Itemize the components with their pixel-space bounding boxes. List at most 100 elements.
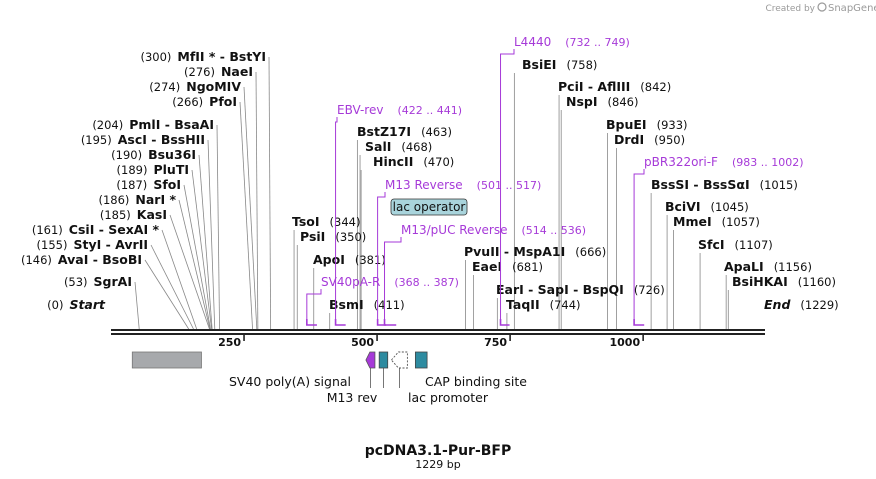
feature-lac-operator[interactable] (378, 351, 389, 369)
enzyme-site[interactable]: KasI(185) (100, 207, 167, 222)
enzyme-site[interactable]: PluTI(189) (117, 162, 189, 177)
enzyme-site[interactable]: BsiEI(758) (522, 57, 597, 72)
snapgene-brand-label: SnapGene (828, 3, 876, 14)
enzyme-site[interactable]: MfII * - BstYI(300) (140, 49, 266, 64)
feature-m13-rev[interactable] (365, 351, 376, 369)
enzyme-site[interactable]: SfoI(187) (116, 177, 181, 192)
enzyme-name: NgoMIV (186, 79, 241, 94)
enzyme-site[interactable]: CsiI - SexAI *(161) (32, 222, 160, 237)
enzyme-leader (169, 214, 210, 330)
enzyme-leader (255, 71, 259, 330)
enzyme-leader (191, 169, 212, 330)
primer-range: (501 .. 517) (477, 179, 542, 192)
enzyme-name: SfcI (698, 237, 725, 252)
enzyme-site[interactable]: NarI *(186) (98, 192, 176, 207)
enzyme-position: (681) (512, 260, 543, 274)
enzyme-labels: MfII * - BstYI(300)NaeI(276)NgoMIV(274)P… (21, 49, 839, 312)
enzyme-site[interactable]: TsoI(344) (292, 214, 360, 229)
primer-annotation[interactable]: M13 Reverse(501 .. 517) (376, 178, 542, 326)
enzyme-leader (134, 281, 140, 330)
enzyme-site[interactable]: Bsu36I(190) (111, 147, 196, 162)
feature-label-m13-rev: M13 rev (327, 390, 378, 405)
enzyme-site[interactable]: End(1229) (764, 297, 839, 312)
enzyme-site[interactable]: BssSI - BssSαI(1015) (651, 177, 798, 192)
enzyme-site[interactable]: AvaI - BsoBI(146) (21, 252, 142, 267)
enzyme-position: (1057) (722, 215, 760, 229)
enzyme-site[interactable]: NgoMIV(274) (149, 79, 241, 94)
enzyme-name: BpuEI (606, 117, 647, 132)
enzyme-position: (666) (575, 245, 606, 259)
enzyme-site[interactable]: AscI - BssHII(195) (81, 132, 205, 147)
enzyme-site[interactable]: PmlI - BsaAI(204) (92, 117, 214, 132)
enzyme-site[interactable]: SgrAI(53) (64, 274, 132, 289)
enzyme-site[interactable]: PciI - AflIII(842) (558, 79, 671, 94)
enzyme-leader (178, 199, 211, 330)
enzyme-site[interactable]: BpuEI(933) (606, 117, 688, 132)
enzyme-leader (161, 229, 198, 330)
enzyme-site[interactable]: BstZ17I(463) (357, 124, 452, 139)
enzyme-site[interactable]: PvuII - MspA1I (666) (464, 244, 606, 259)
enzyme-name: TsoI (292, 214, 320, 229)
enzyme-position: (468) (401, 140, 432, 154)
enzyme-leader (243, 86, 258, 330)
enzyme-leader (216, 124, 220, 330)
enzyme-name: TaqII (506, 297, 540, 312)
enzyme-site[interactable]: PsiI(350) (300, 229, 366, 244)
enzyme-site[interactable]: MmeI(1057) (673, 214, 760, 229)
snapgene-logo-icon (817, 2, 827, 12)
primer-annotation[interactable]: pBR322ori-F (983 .. 1002) (633, 155, 804, 326)
enzyme-name: NaeI (221, 64, 253, 79)
enzyme-site[interactable]: EarI - SapI - BspQI(726) (496, 282, 665, 297)
primer-leader (633, 169, 645, 325)
enzyme-name: SalI (365, 139, 391, 154)
enzyme-position: (185) (100, 208, 131, 222)
feature-lac-promoter[interactable] (390, 351, 408, 369)
enzyme-site[interactable]: NaeI(276) (184, 64, 253, 79)
enzyme-name: BciVI (665, 199, 701, 214)
enzyme-site[interactable]: NspI(846) (566, 94, 638, 109)
enzyme-site[interactable]: BciVI (1045) (665, 199, 749, 214)
enzyme-site[interactable]: SfcI(1107) (698, 237, 773, 252)
primer-range: (983 .. 1002) (732, 156, 804, 169)
feature-label-cap-binding-site: CAP binding site (425, 374, 527, 389)
enzyme-site[interactable]: EaeI(681) (472, 259, 543, 274)
enzyme-site[interactable]: Start(0) (47, 297, 106, 312)
enzyme-position: (300) (140, 50, 171, 64)
enzyme-name: PmlI - BsaAI (129, 117, 214, 132)
enzyme-position: (842) (640, 80, 671, 94)
enzyme-site[interactable]: BsiHKAI(1160) (732, 274, 836, 289)
primer-leader (335, 117, 338, 325)
ruler-tick-label: 1000 (610, 336, 641, 349)
primer-bracket (334, 319, 346, 326)
primer-annotation[interactable]: L4440(732 .. 749) (499, 35, 630, 326)
enzyme-name: PvuII - MspA1I (464, 244, 565, 259)
feature-cap-binding-site[interactable] (414, 351, 428, 369)
primer-annotation[interactable]: M13/pUC Reverse(514 .. 536) (383, 223, 587, 326)
enzyme-site[interactable]: TaqII(744) (506, 297, 581, 312)
enzyme-position: (1015) (760, 178, 798, 192)
primer-bracket (383, 319, 397, 326)
enzyme-position: (161) (32, 223, 63, 237)
primer-name: SV40pA-R (321, 275, 380, 289)
primer-name: pBR322ori-F (644, 155, 718, 169)
enzyme-position: (1045) (711, 200, 749, 214)
feature-track (131, 351, 428, 388)
primer-annotation[interactable]: EBV-rev(422 .. 441) (334, 103, 462, 326)
primer-name: EBV-rev (337, 103, 383, 117)
enzyme-name: ApoI (313, 252, 345, 267)
enzyme-site[interactable]: BsmI(411) (329, 297, 405, 312)
primer-annotation[interactable]: SV40pA-R(368 .. 387) (306, 275, 459, 326)
enzyme-site[interactable]: PfoI(266) (172, 94, 237, 109)
enzyme-site[interactable]: DrdI(950) (614, 132, 685, 147)
enzyme-name: AscI - BssHII (118, 132, 205, 147)
primer-leader (384, 237, 402, 325)
ruler-tick-label: 250 (218, 336, 241, 349)
feature-sv40-polya[interactable] (131, 351, 202, 369)
enzyme-site[interactable]: ApaLI(1156) (724, 259, 812, 274)
enzyme-site[interactable]: ApoI(381) (313, 252, 386, 267)
enzyme-site[interactable]: HincII(470) (373, 154, 454, 169)
enzyme-site[interactable]: SalI (468) (365, 139, 432, 154)
enzyme-name: HincII (373, 154, 413, 169)
enzyme-site[interactable]: StyI - AvrII(155) (37, 237, 148, 252)
